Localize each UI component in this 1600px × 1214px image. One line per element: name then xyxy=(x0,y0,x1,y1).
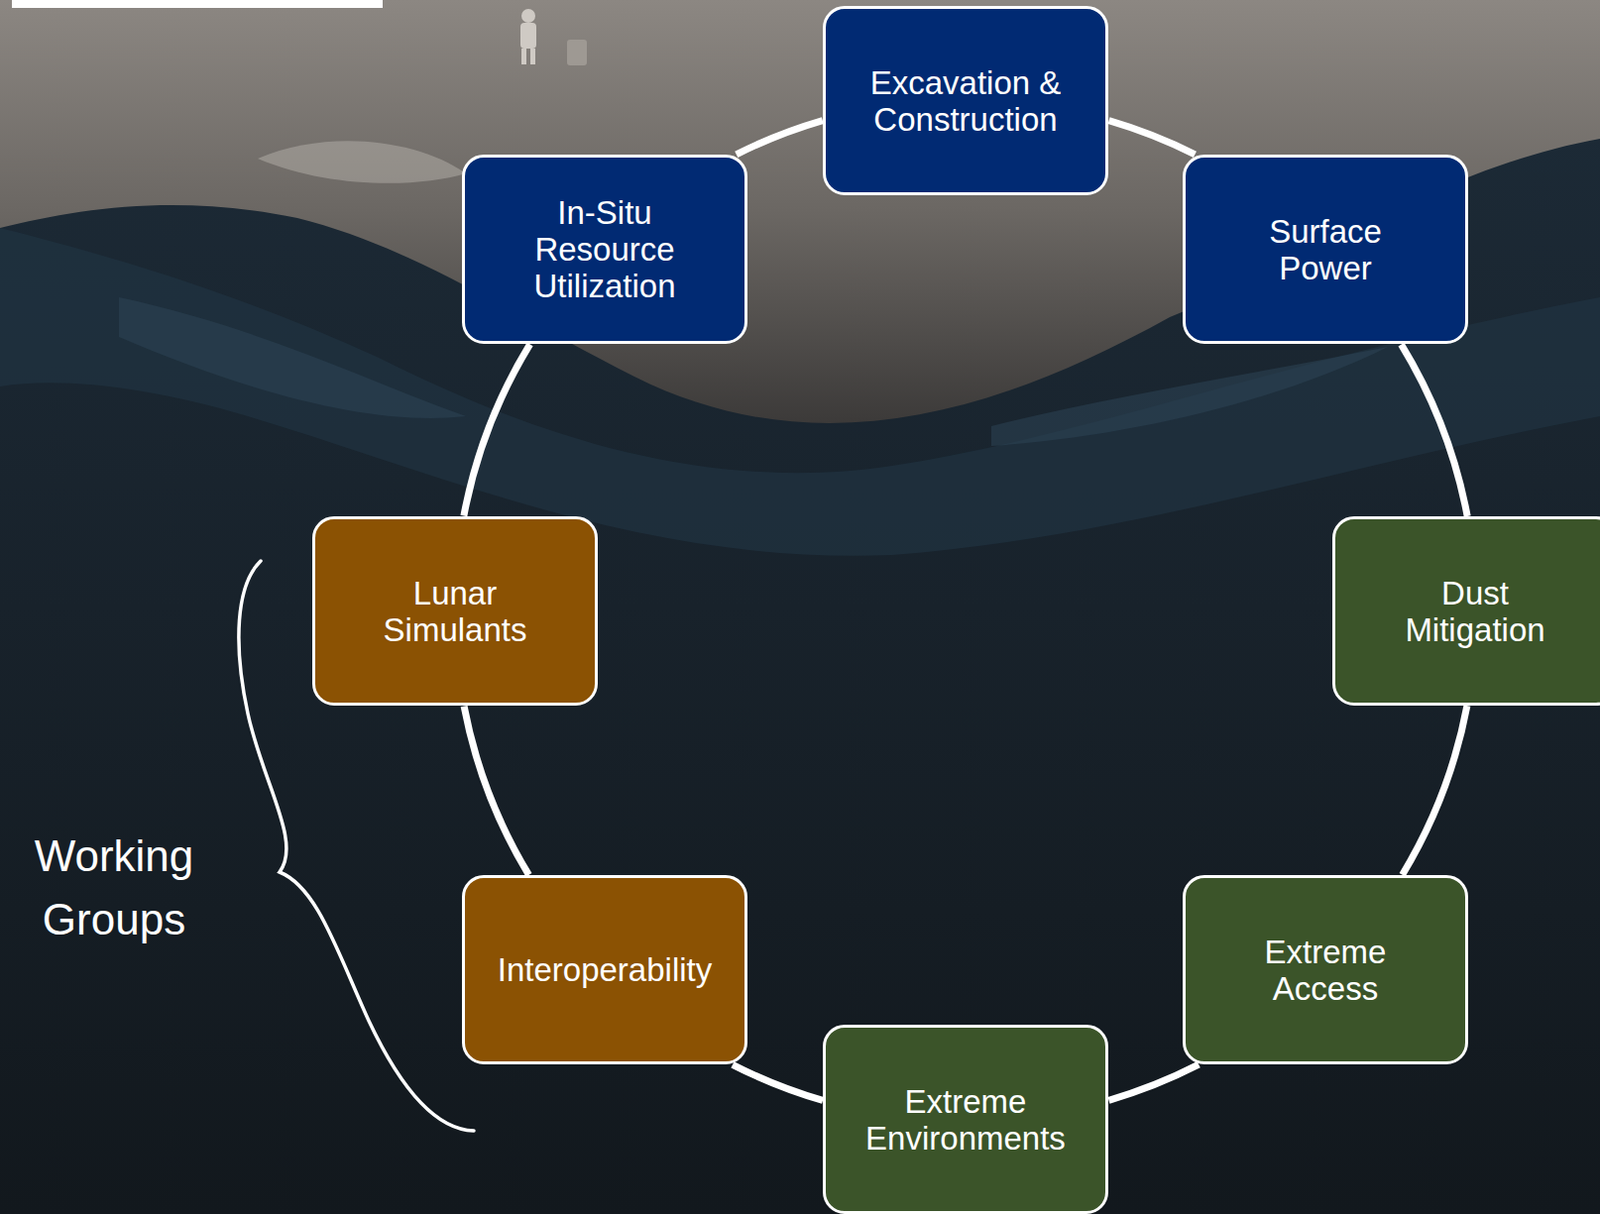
group-name: Surface Power xyxy=(1241,213,1410,287)
circle-connector xyxy=(463,343,531,516)
title-bar xyxy=(11,0,383,8)
circle-connector xyxy=(1109,120,1196,155)
circle-connector xyxy=(463,706,529,876)
working-group-box: Dust Mitigation xyxy=(1332,516,1600,706)
working-group-box: In-Situ Resource Utilization xyxy=(461,154,748,344)
crater-rim xyxy=(257,140,466,184)
working-group-box: Extreme Environments xyxy=(822,1025,1109,1214)
circle-connector xyxy=(736,120,823,155)
working-group-box: Interoperability xyxy=(461,875,748,1065)
working-group-box: Excavation & Construction xyxy=(822,5,1109,196)
group-name: Excavation & Construction xyxy=(848,64,1083,138)
group-name: In-Situ Resource Utilization xyxy=(487,194,722,305)
ice-vein xyxy=(991,346,1388,447)
group-label: Working Groups xyxy=(9,824,219,952)
working-group-box: Extreme Access xyxy=(1182,875,1469,1065)
ice-vein xyxy=(118,297,466,419)
group-name: Interoperability xyxy=(497,951,712,989)
group-name: Dust Mitigation xyxy=(1380,574,1570,649)
circle-connector xyxy=(732,1064,823,1101)
circle-connector xyxy=(1109,1064,1200,1101)
circle-connector xyxy=(1401,344,1469,517)
working-group-box: Surface Power xyxy=(1182,154,1469,344)
group-name: Extreme Access xyxy=(1208,933,1443,1008)
group-name: Lunar Simulants xyxy=(338,574,572,649)
circle-connector xyxy=(1402,705,1468,876)
group-name: Extreme Environments xyxy=(848,1083,1083,1157)
astronaut xyxy=(520,8,587,66)
working-group-box: Lunar Simulants xyxy=(312,516,598,706)
